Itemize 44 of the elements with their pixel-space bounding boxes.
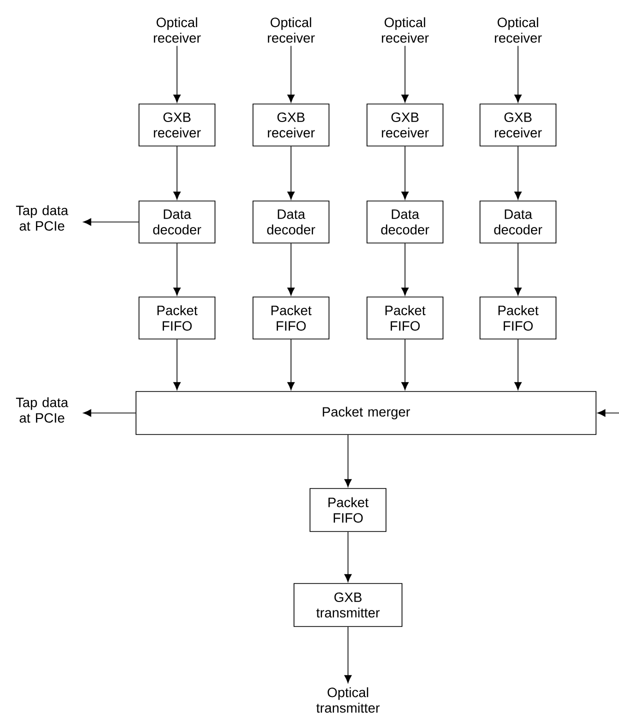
arrow (514, 243, 522, 296)
arrow (514, 46, 522, 103)
text-label: Optical receiver (268, 17, 315, 43)
arrow (287, 46, 295, 103)
process-box: Data decoder (252, 200, 330, 244)
process-box: Data decoder (480, 200, 556, 244)
arrow (401, 146, 409, 200)
text-label: Optical receiver (494, 17, 542, 43)
arrow (401, 243, 409, 296)
arrow (287, 146, 295, 200)
arrow (344, 532, 352, 582)
process-box: GXB receiver (138, 104, 216, 146)
text-label: Tap data at PCIe (16, 397, 68, 423)
process-box: GXB receiver (480, 104, 556, 146)
arrow (173, 243, 181, 296)
arrow (514, 146, 522, 200)
process-box: Data decoder (366, 200, 444, 244)
arrow (173, 146, 181, 200)
process-box: Packet FIFO (310, 488, 386, 532)
arrow (344, 434, 352, 488)
arrow (173, 339, 181, 390)
arrow (514, 339, 522, 390)
process-box: GXB transmitter (294, 583, 402, 627)
arrow (83, 218, 139, 226)
arrow (173, 46, 181, 103)
text-label: Tap data at PCIe (16, 205, 68, 231)
process-box: GXB receiver (252, 104, 330, 146)
arrow (287, 243, 295, 296)
process-box: Packet FIFO (138, 296, 216, 340)
process-box: Packet FIFO (480, 296, 556, 340)
process-box: GXB receiver (366, 104, 444, 146)
process-box: Packet FIFO (366, 296, 444, 340)
arrow (401, 339, 409, 390)
process-box: Packet merger (136, 391, 596, 435)
arrow (83, 409, 136, 417)
arrow (597, 409, 619, 417)
text-label: Optical receiver (154, 17, 201, 43)
arrow (287, 339, 295, 390)
text-label: Optical transmitter (316, 687, 380, 713)
arrow (344, 626, 352, 684)
process-box: Packet FIFO (252, 296, 330, 340)
text-label: Optical receiver (382, 17, 429, 43)
arrow (401, 46, 409, 103)
process-box: Data decoder (138, 200, 216, 244)
